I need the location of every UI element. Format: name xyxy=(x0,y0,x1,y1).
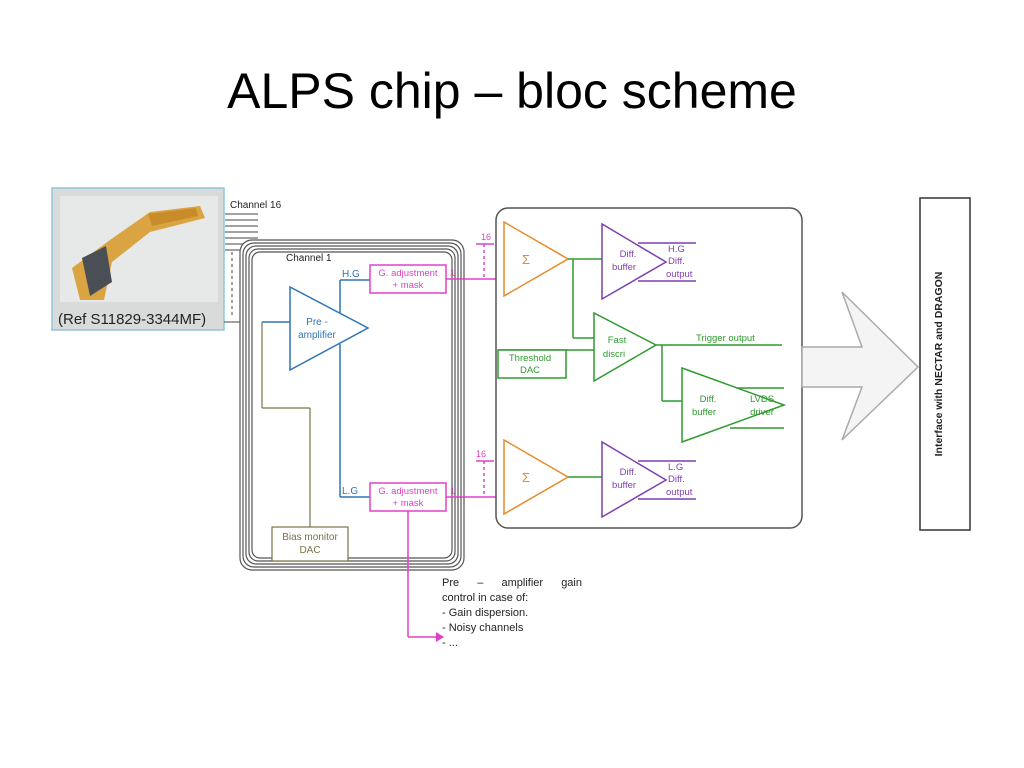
note-list: Gain dispersion. Noisy channels ... xyxy=(442,606,582,651)
sum-lg-symbol: Σ xyxy=(522,470,530,485)
gadj-hg-line1: G. adjustment xyxy=(378,268,437,279)
bias-line1: Bias monitor xyxy=(282,532,338,543)
gain-control-note: Pre – amplifier gain control in case of:… xyxy=(442,576,582,651)
hg-output-line1: H.G xyxy=(668,244,685,255)
lvds-driver-line1: LVDS xyxy=(750,394,774,405)
preamp-line1: Pre - xyxy=(306,317,328,328)
fast-discri-line2: discri xyxy=(603,349,625,360)
gadj-hg-line2: + mask xyxy=(393,280,424,291)
bus16-bottom: 16 xyxy=(476,449,486,459)
note-line2: control in case of: xyxy=(442,592,529,604)
big-arrow xyxy=(801,291,920,441)
channel16-label: Channel 16 xyxy=(230,200,282,211)
lvds-buffer-triangle xyxy=(681,366,787,444)
channel1-label: Channel 1 xyxy=(286,253,332,264)
sum-hg-triangle xyxy=(503,220,570,298)
diff-buffer-trig-line2: buffer xyxy=(692,407,716,418)
diff-buffer-lg-line1: Diff. xyxy=(620,467,637,478)
diff-buffer-trig-line1: Diff. xyxy=(700,394,717,405)
threshold-dac-box xyxy=(497,349,567,379)
bias-monitor-dac-box xyxy=(271,526,349,562)
slide-title: ALPS chip – bloc scheme xyxy=(227,63,797,119)
note-item: ... xyxy=(442,636,582,651)
fast-discri-triangle xyxy=(593,311,658,383)
fast-discri-line1: Fast xyxy=(608,335,627,346)
note-line1: Pre – amplifier gain xyxy=(442,577,582,589)
photo-ref-label: (Ref S11829-3344MF) xyxy=(58,311,206,328)
gadj-lg-line2: + mask xyxy=(393,498,424,509)
interface-box xyxy=(919,197,971,531)
lg-output-line2: Diff. xyxy=(668,474,685,485)
preamp-line2: amplifier xyxy=(298,330,336,341)
gadj-lg-line1: G. adjustment xyxy=(378,486,437,497)
hg-output-line2: Diff. xyxy=(668,256,685,267)
bias-line2: DAC xyxy=(299,545,320,556)
hg-label: H.G xyxy=(342,269,360,280)
note-item: Gain dispersion. xyxy=(442,606,582,621)
interface-label: Interface with NECTAR and DRAGON xyxy=(933,272,945,457)
diff-buffer-lg-triangle xyxy=(601,440,668,519)
threshold-dac-line2: DAC xyxy=(520,365,540,376)
lg-output-line1: L.G xyxy=(668,462,683,473)
sensor-photo xyxy=(51,187,225,331)
note-arrowhead xyxy=(436,632,444,642)
diff-buffer-lg-line2: buffer xyxy=(612,480,636,491)
sum-lg-triangle xyxy=(503,438,570,516)
preamp-wiring xyxy=(262,279,370,498)
purple-output-lines xyxy=(638,242,696,500)
diff-buffer-hg-line1: Diff. xyxy=(620,249,637,260)
bus16-top: 16 xyxy=(481,232,491,242)
diff-buffer-hg-line2: buffer xyxy=(612,262,636,273)
hg-output-line3: output xyxy=(666,269,693,280)
bus1-bottom: 1 xyxy=(450,486,455,496)
lg-label: L.G xyxy=(342,486,358,497)
threshold-dac-line1: Threshold xyxy=(509,353,551,364)
bias-wiring xyxy=(261,322,311,527)
magenta-buses xyxy=(407,243,504,638)
sum-hg-symbol: Σ xyxy=(522,252,530,267)
gadj-hg-box xyxy=(369,264,447,294)
note-item: Noisy channels xyxy=(442,621,582,636)
bus1-top: 1 xyxy=(450,268,455,278)
lg-output-line3: output xyxy=(666,487,693,498)
preamp-triangle xyxy=(289,285,370,372)
diff-buffer-hg-triangle xyxy=(601,222,668,301)
lvds-driver-line2: driver xyxy=(750,407,774,418)
trigger-output-label: Trigger output xyxy=(696,333,755,344)
